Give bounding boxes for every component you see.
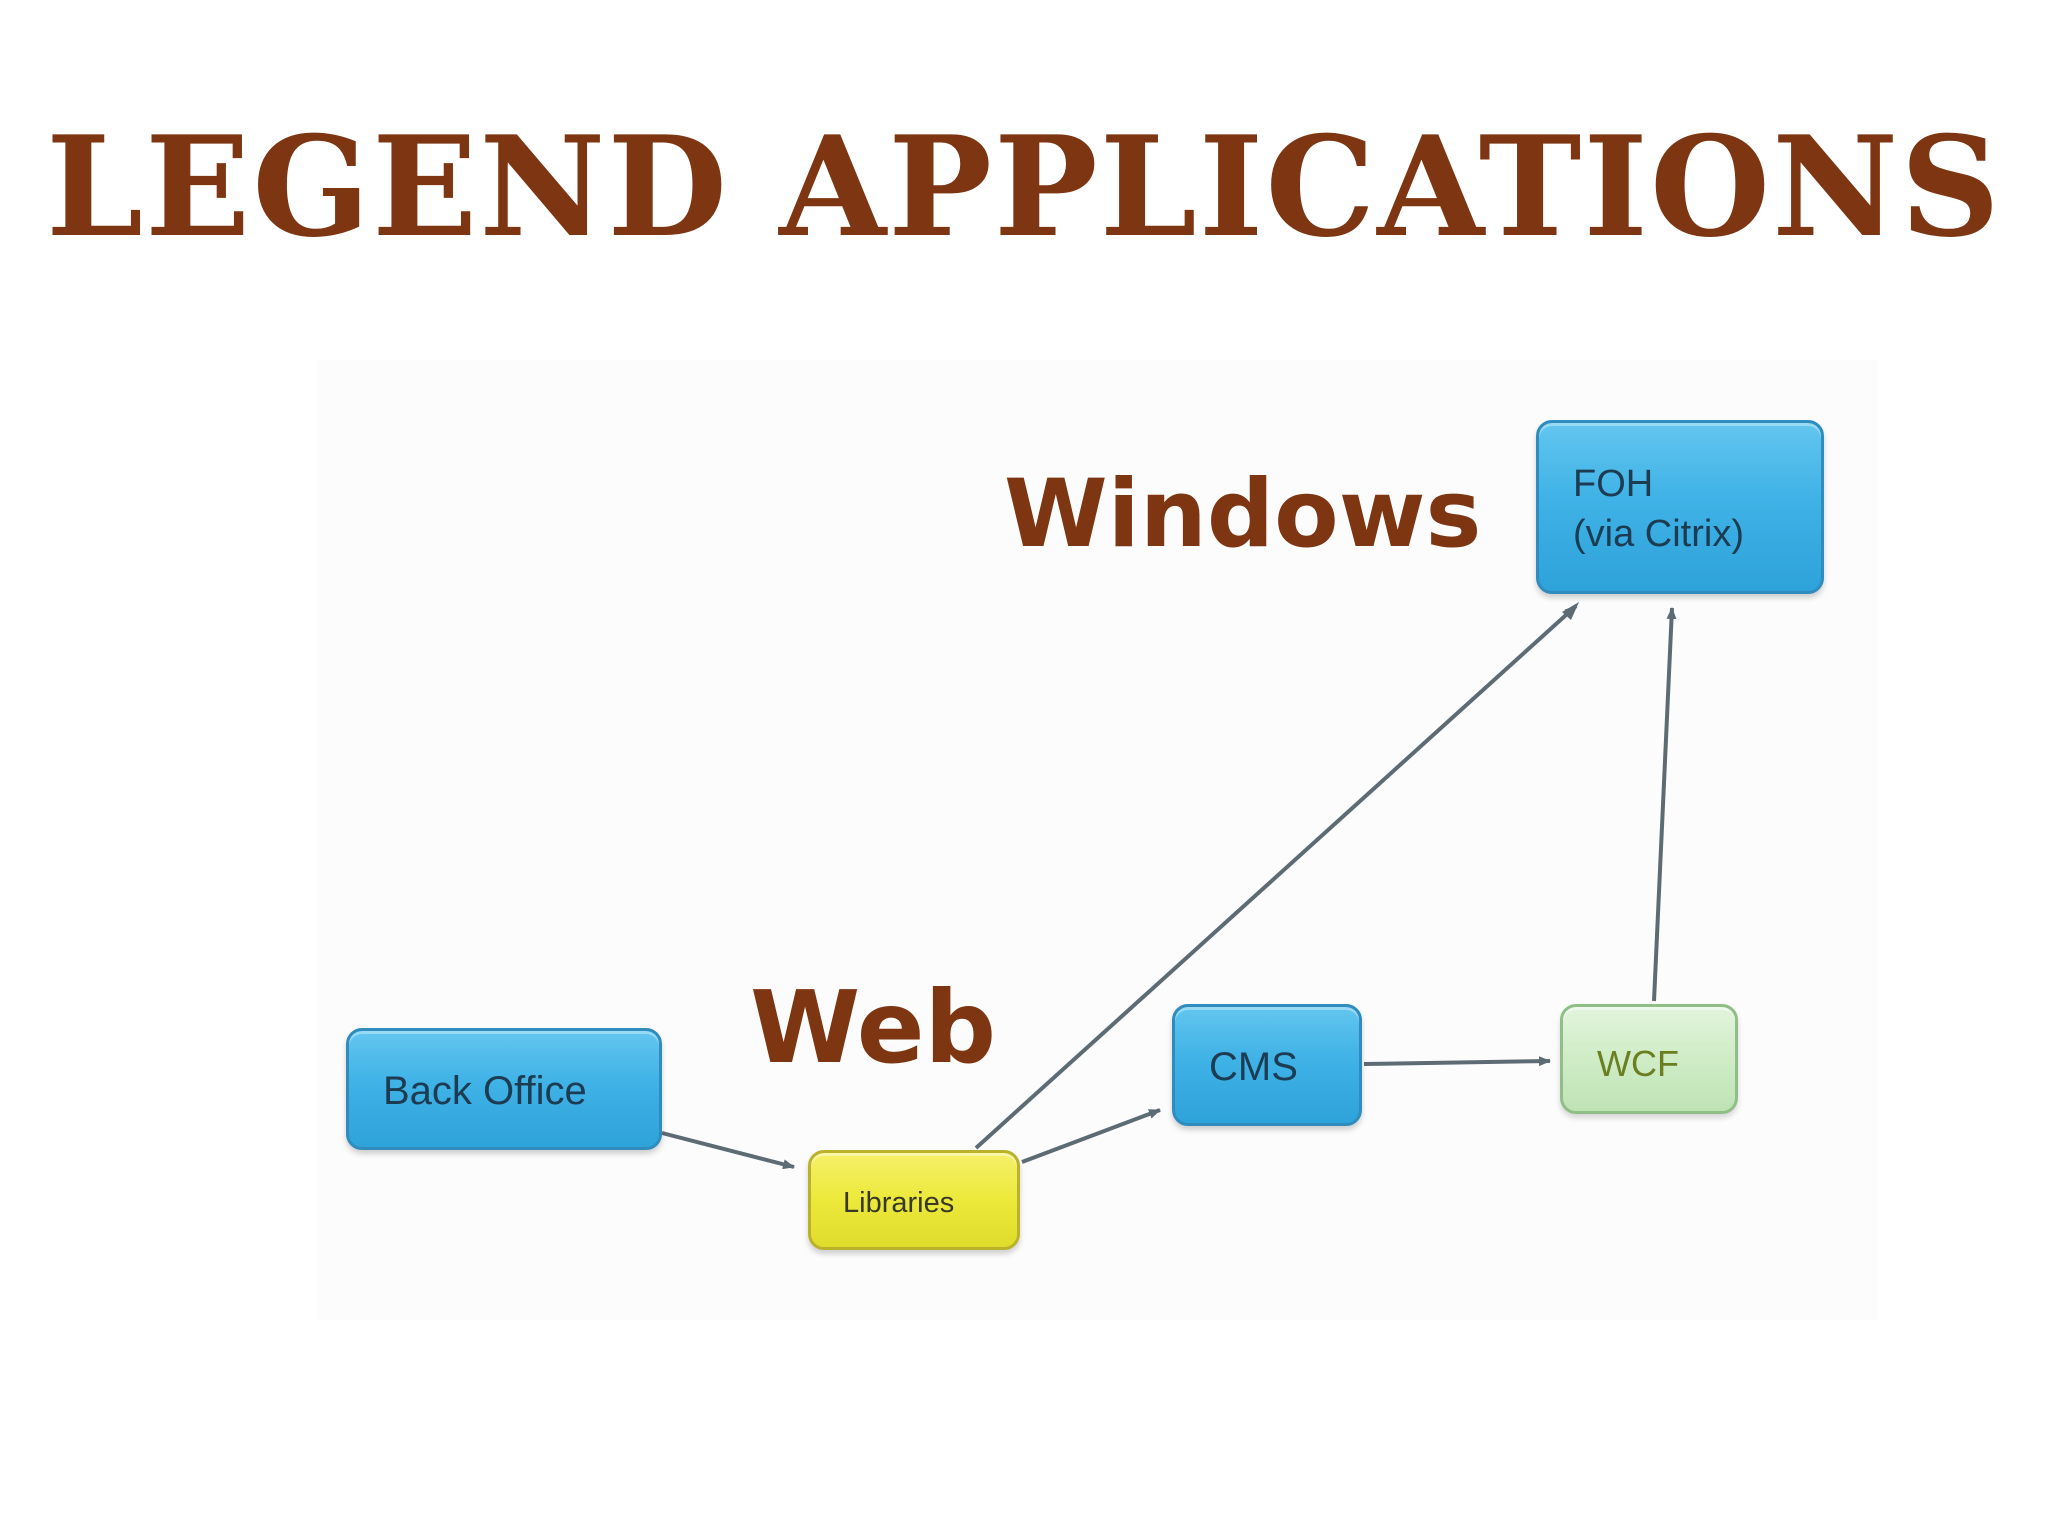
cms-node-label: CMS bbox=[1209, 1045, 1298, 1089]
foh-node-label-line2: (via Citrix) bbox=[1573, 513, 1744, 555]
edge-wcf-to-foh bbox=[1652, 607, 1677, 1002]
wcf-node-label: WCF bbox=[1597, 1043, 1679, 1084]
cms-node[interactable]: CMS bbox=[1172, 1004, 1362, 1126]
web-label: Web bbox=[750, 969, 997, 1086]
foh-node-label-line1: FOH bbox=[1573, 463, 1654, 505]
edge-cms-to-wcf bbox=[1363, 1056, 1551, 1067]
back-office-node-label: Back Office bbox=[383, 1069, 587, 1113]
edge-backoffice-to-libraries bbox=[661, 1131, 795, 1170]
edge-libraries-to-foh bbox=[974, 604, 1578, 1150]
windows-label: Windows bbox=[1004, 460, 1482, 569]
foh-node[interactable]: FOH (via Citrix) bbox=[1536, 420, 1824, 594]
libraries-node[interactable]: Libraries bbox=[808, 1150, 1020, 1250]
page-title: LEGEND APPLICATIONS bbox=[46, 105, 2002, 268]
edge-libraries-to-cms bbox=[1021, 1108, 1161, 1164]
back-office-node[interactable]: Back Office bbox=[346, 1028, 662, 1150]
wcf-node[interactable]: WCF bbox=[1560, 1004, 1738, 1114]
libraries-node-label: Libraries bbox=[843, 1187, 955, 1219]
